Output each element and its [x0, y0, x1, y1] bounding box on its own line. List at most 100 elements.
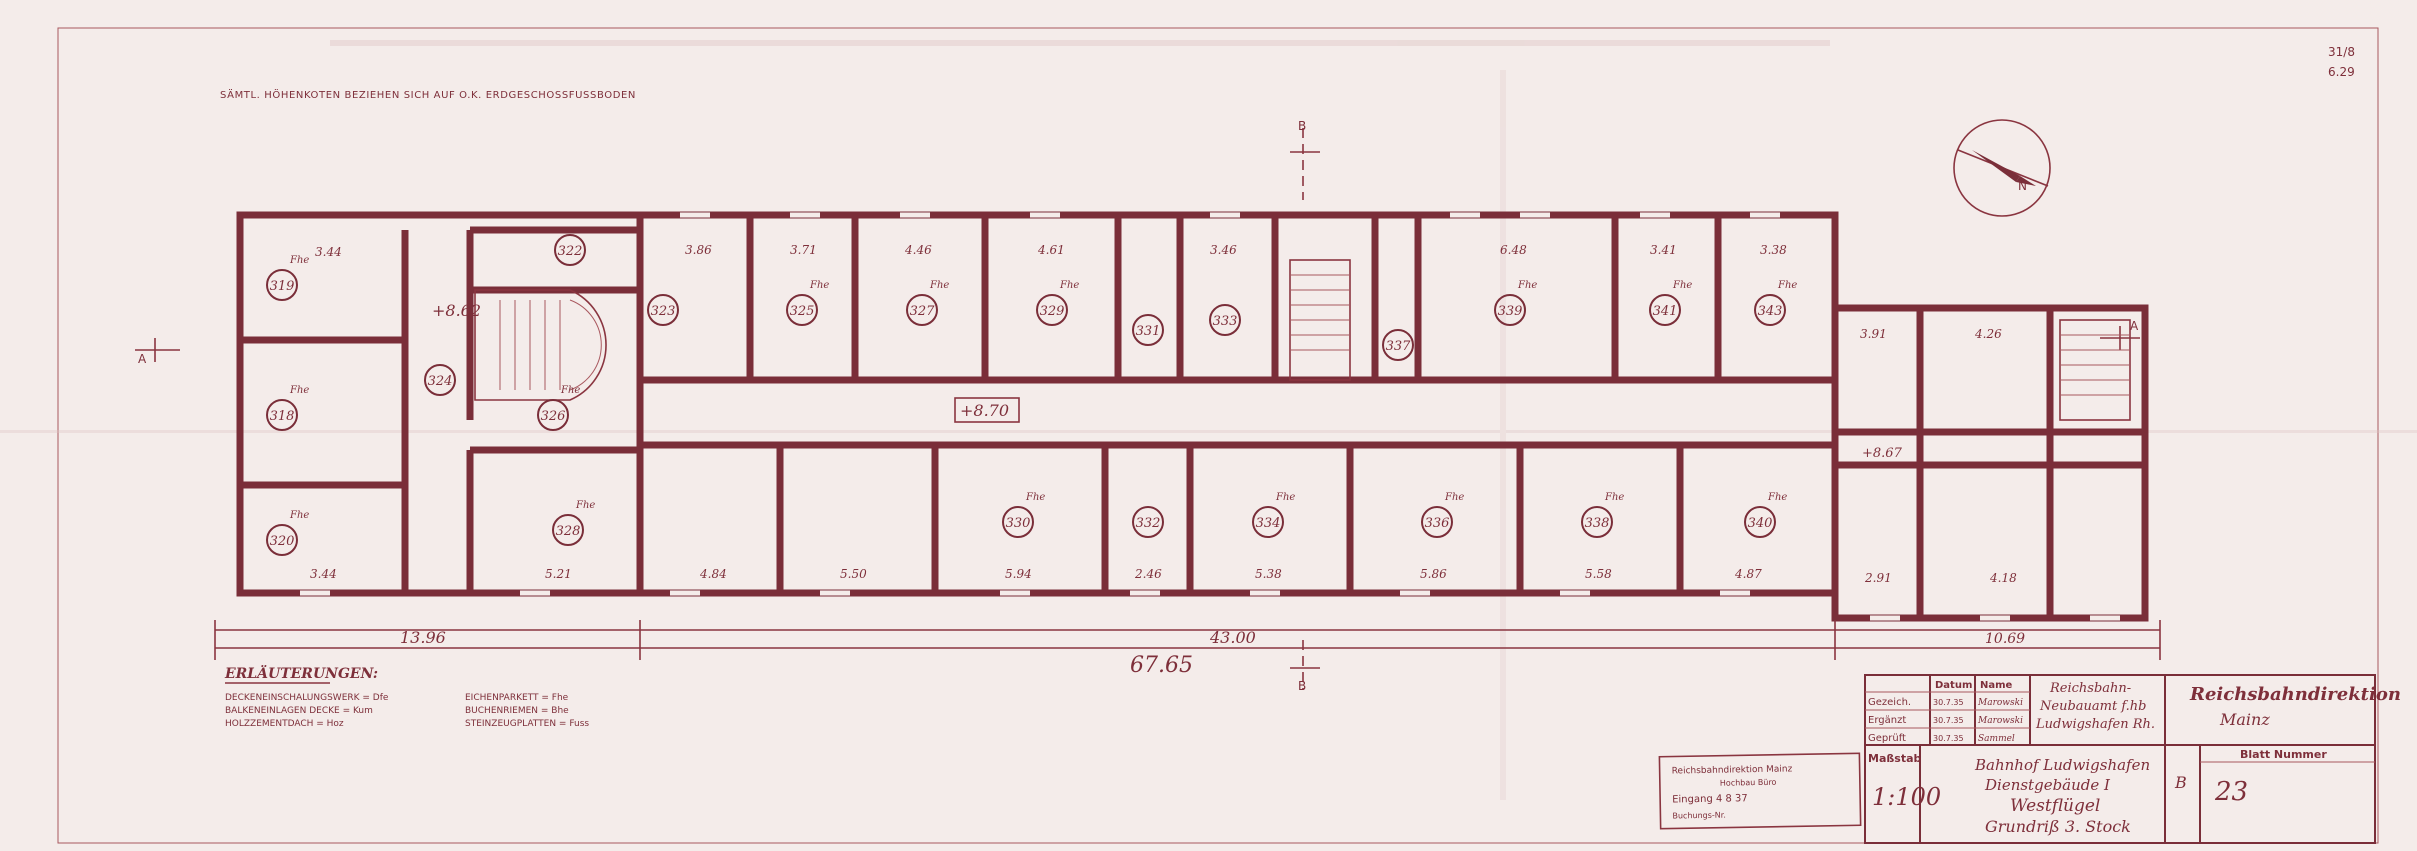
- room-number: 331: [1136, 324, 1161, 339]
- room-number: 336: [1425, 516, 1450, 531]
- stamp-line-4: Buchungs-Nr.: [1672, 811, 1726, 821]
- dim-bottom-1: 5.21: [545, 567, 572, 581]
- right-length: 10.69: [1985, 631, 2025, 647]
- room-number: 324: [428, 374, 453, 389]
- room-circle: [1132, 506, 1164, 538]
- row-date-0: 30.7.35: [1933, 698, 1964, 707]
- dim-top-2: 3.71: [790, 243, 817, 257]
- room-circle: [537, 399, 569, 431]
- dim-top-9: 3.91: [1860, 327, 1887, 341]
- row-name-2: Sammel: [1978, 734, 2015, 744]
- room-floor-type: Fhe: [289, 510, 309, 521]
- room-floor-type: Fhe: [1444, 492, 1464, 503]
- dim-bottom-6: 5.38: [1255, 567, 1282, 581]
- room-floor-type: Fhe: [929, 280, 949, 291]
- corner-code-1: 31/8: [2328, 45, 2355, 59]
- room-number: 334: [1256, 516, 1281, 531]
- row-name-1: Marowski: [1977, 716, 2023, 726]
- room-floor-type: Fhe: [1604, 492, 1624, 503]
- legend-left-2: HOLZZEMENTDACH = Hoz: [225, 719, 344, 729]
- sheet-number-label: Blatt Nummer: [2240, 748, 2327, 761]
- room-number: 339: [1498, 304, 1523, 319]
- room-circle: [1252, 506, 1284, 538]
- dim-top-8: 3.38: [1760, 243, 1787, 257]
- legend: ERLÄUTERUNGEN: DECKENEINSCHALUNGSWERK = …: [224, 663, 589, 729]
- received-stamp: Reichsbahndirektion Mainz Hochbau Büro E…: [1658, 752, 1862, 830]
- room-floor-type: Fhe: [289, 255, 309, 266]
- room-number: 329: [1040, 304, 1065, 319]
- row-name-0: Marowski: [1977, 698, 2023, 708]
- room-323: 323: [647, 294, 679, 326]
- room-circle: [786, 294, 818, 326]
- office-line-1: Reichsbahn-: [2049, 681, 2131, 696]
- room-circle: [1382, 329, 1414, 361]
- room-floor-type: Fhe: [809, 280, 829, 291]
- row-date-2: 30.7.35: [1933, 734, 1964, 743]
- legend-left-1: BALKENEINLAGEN DECKE = Kum: [225, 706, 373, 716]
- floor-level-right: +8.67: [1862, 446, 1903, 461]
- room-number: 322: [558, 244, 583, 259]
- room-number: 320: [270, 534, 295, 549]
- middle-staircase: [1289, 259, 1351, 381]
- dim-bottom-0: 3.44: [310, 567, 337, 581]
- dim-bottom-3: 5.50: [840, 567, 867, 581]
- stamp-line-1: Reichsbahndirektion Mainz: [1672, 764, 1793, 776]
- room-floor-type: Fhe: [575, 500, 595, 511]
- room-320: 320 Fhe: [266, 510, 309, 556]
- dim-bottom-5: 2.46: [1134, 567, 1162, 581]
- building-walls: [236, 211, 2149, 622]
- dim-top-7: 3.41: [1650, 243, 1677, 257]
- room-circle: [1002, 506, 1034, 538]
- sheet-number: 23: [2214, 777, 2248, 807]
- dim-top-10: 4.26: [1974, 327, 2002, 341]
- room-floor-type: Fhe: [1672, 280, 1692, 291]
- room-circle: [266, 399, 298, 431]
- overall-length: 67.65: [1130, 653, 1193, 678]
- room-circle: [1649, 294, 1681, 326]
- sheet-border: [57, 27, 2379, 844]
- row-label-2: Geprüft: [1868, 733, 1906, 744]
- dim-bottom-7: 5.86: [1420, 567, 1447, 581]
- north-arrow-icon: N: [1953, 119, 2051, 217]
- room-circle: [266, 269, 298, 301]
- dim-bottom-11: 4.18: [1989, 571, 2017, 585]
- left-length: 13.96: [400, 628, 446, 647]
- room-circle: [647, 294, 679, 326]
- main-staircase: [474, 289, 607, 401]
- room-circle: [1132, 314, 1164, 346]
- legend-title: ERLÄUTERUNGEN:: [224, 663, 378, 682]
- room-number: 319: [270, 279, 295, 294]
- dim-top-3: 4.46: [904, 243, 932, 257]
- room-number: 341: [1653, 304, 1678, 319]
- room-341: 341 Fhe: [1649, 280, 1692, 326]
- stamp-line-2: Hochbau Büro: [1720, 778, 1777, 788]
- dim-top-6: 6.48: [1500, 243, 1527, 257]
- section-mark-b-bottom: B: [1298, 679, 1306, 693]
- dim-bottom-4: 5.94: [1005, 567, 1032, 581]
- authority: Reichsbahndirektion: [2189, 684, 2401, 705]
- office-line-2: Neubauamt f.hb: [2039, 699, 2147, 714]
- room-332: 332: [1132, 506, 1164, 538]
- row-date-1: 30.7.35: [1933, 716, 1964, 725]
- section-mark-a-right: A: [2130, 319, 2139, 333]
- room-333: 333: [1209, 304, 1241, 336]
- room-number: 323: [651, 304, 676, 319]
- room-337: 337: [1382, 329, 1414, 361]
- col-name: Name: [1980, 680, 2013, 691]
- project-line-4: Grundriß 3. Stock: [1985, 817, 2131, 836]
- room-number: 318: [270, 409, 295, 424]
- project-line-3: Westflügel: [2010, 796, 2100, 816]
- north-label: N: [2018, 179, 2027, 193]
- middle-length: 43.00: [1209, 628, 1256, 647]
- room-circle: [906, 294, 938, 326]
- room-circle: [1036, 294, 1068, 326]
- corner-code-2: 6.29: [2328, 65, 2355, 79]
- room-331: 331: [1132, 314, 1164, 346]
- window-marks: [300, 212, 2120, 621]
